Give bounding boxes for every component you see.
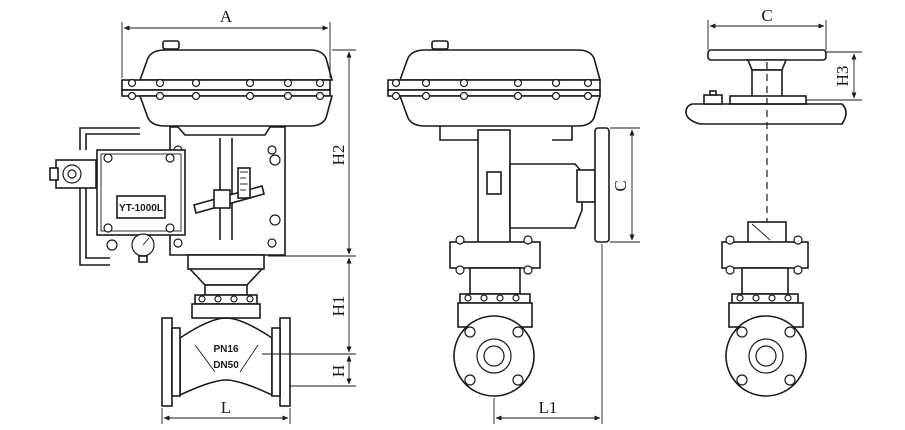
front-yoke-frame: [169, 126, 286, 296]
side-view: C L1: [387, 40, 640, 424]
front-positioner: YT-1000L: [49, 127, 186, 266]
side-dimensions: C L1: [493, 127, 640, 424]
dim-label-a: A: [220, 7, 233, 26]
dim-label-h1: H1: [329, 296, 348, 317]
front-view: YT-1000L: [49, 7, 356, 424]
side-yoke-and-handwheel: [439, 126, 610, 259]
dim-label-c-top: C: [761, 6, 772, 25]
handwheel-top: [685, 49, 847, 125]
front-valve-body: PN16 DN50: [161, 294, 291, 407]
dim-label-l1: L1: [539, 398, 558, 417]
dim-label-c-side: C: [611, 180, 630, 191]
side-bonnet-and-body: [449, 235, 541, 397]
dim-label-h3: H3: [833, 66, 852, 87]
front-dimensions: A H2 H1 H L: [121, 7, 356, 424]
dim-label-h: H: [329, 365, 348, 377]
diameter-nominal-label: DN50: [213, 360, 239, 371]
pressure-nominal-label: PN16: [213, 344, 238, 355]
front-diaphragm-actuator: [121, 40, 334, 127]
front-actuator-bolts: [127, 78, 325, 101]
handwheel-view: C H3: [685, 6, 862, 397]
side-diaphragm-actuator: [387, 40, 602, 127]
positioner-model-label: YT-1000L: [119, 203, 163, 214]
handwheel-dimensions: C H3: [707, 6, 862, 101]
handwheel-lower-body: [721, 221, 809, 397]
dim-label-l: L: [221, 398, 231, 417]
dim-label-h2: H2: [329, 145, 348, 166]
